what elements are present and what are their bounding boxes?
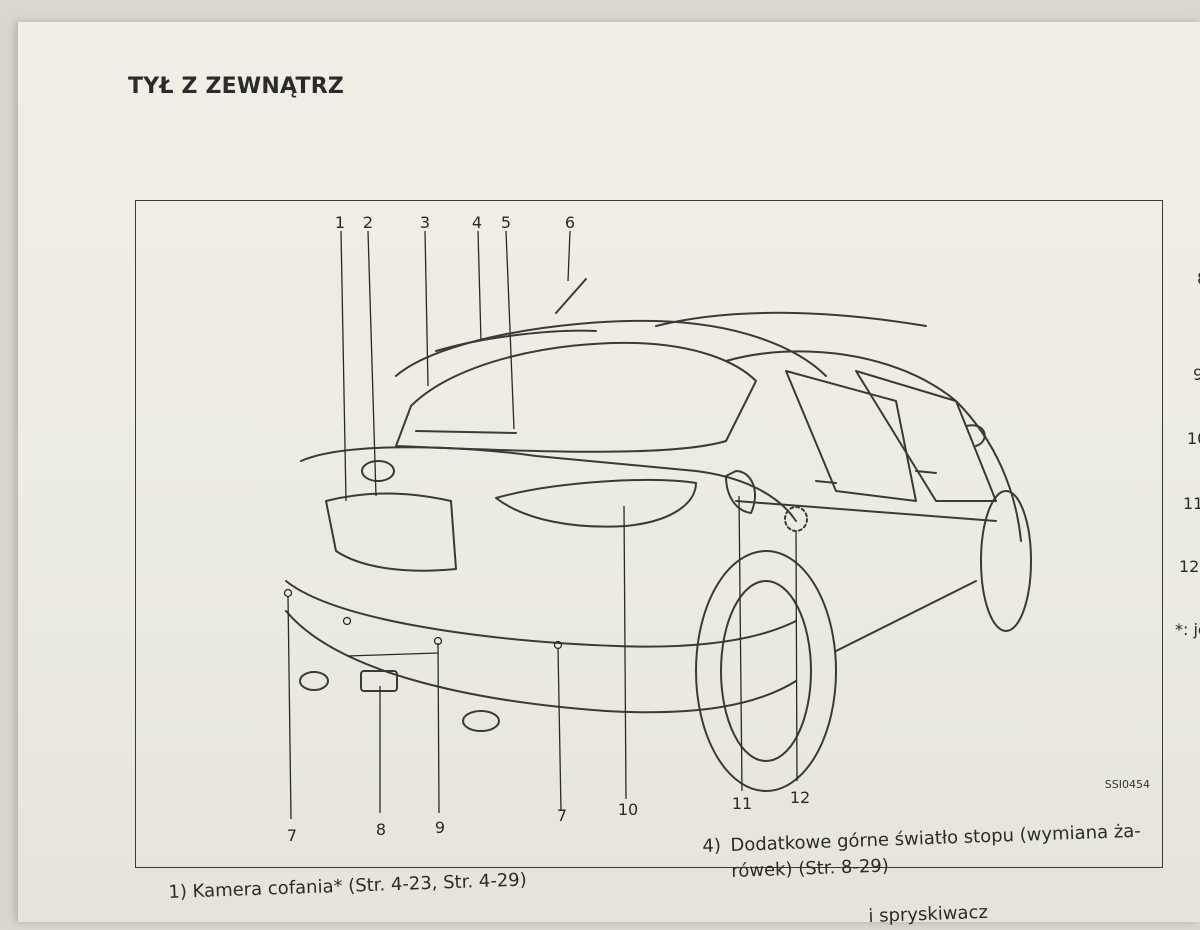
high-stop-light: [435, 329, 597, 352]
leader-1: [340, 230, 347, 502]
leader-9-branch: [346, 652, 439, 657]
right-item-10: 10): [1187, 429, 1200, 448]
callout-7: 7: [287, 826, 297, 845]
caption-item-4-number: 4): [702, 835, 722, 857]
front-side-window: [855, 370, 997, 502]
rear-wiper: [415, 430, 517, 434]
bumper-bottom: [285, 610, 797, 714]
callout-12: 12: [790, 788, 810, 807]
leader-3: [424, 230, 429, 387]
license-recess: [325, 492, 457, 572]
fuel-door: [725, 470, 756, 514]
tailgate-top: [300, 446, 797, 522]
leader-7b: [557, 647, 562, 812]
callout-5: 5: [501, 213, 511, 232]
callout-1: 1: [335, 213, 345, 232]
right-footnote: *: je: [1175, 620, 1200, 639]
leader-10: [623, 505, 627, 800]
rear-exterior-figure: 1 2 3 4 5 6 7 8 9 7 10 11 12 SSI0454: [135, 200, 1163, 868]
leader-12: [795, 530, 798, 782]
emblem: [361, 460, 395, 482]
leader-9: [437, 642, 440, 814]
roof-line: [395, 319, 827, 377]
exhaust-left: [462, 710, 500, 732]
sensor-dot: [283, 588, 293, 598]
exhaust-right: [299, 671, 329, 691]
rear-wheel-rim: [720, 580, 812, 762]
door-handle-rear: [815, 480, 837, 484]
leader-6: [567, 230, 571, 282]
sensor-dot: [553, 640, 563, 650]
right-item-8: 8): [1197, 269, 1200, 288]
leader-4: [477, 230, 482, 342]
callout-11: 11: [732, 794, 752, 813]
right-item-12: 12): [1179, 557, 1200, 576]
tail-lamp: [495, 478, 697, 528]
rear-window: [395, 341, 757, 453]
section-heading: TYŁ Z ZEWNĄTRZ: [128, 74, 345, 99]
sensor-dot: [433, 636, 443, 646]
right-item-9: 9): [1193, 365, 1200, 384]
roof-rail: [655, 311, 927, 327]
manual-page: TYŁ Z ZEWNĄTRZ: [18, 22, 1200, 927]
leader-5: [505, 230, 515, 430]
leader-11: [738, 495, 743, 792]
rear-side-window: [785, 370, 917, 502]
callout-6: 6: [565, 213, 575, 232]
callout-10: 10: [618, 800, 638, 819]
callout-4: 4: [472, 213, 482, 232]
right-column-list: 7) 8) 9) 10) 11) 12) *: je: [1173, 22, 1200, 922]
sensor-dot: [342, 616, 352, 626]
right-item-11: 11): [1183, 494, 1200, 513]
tow-hook-cover: [360, 670, 398, 692]
door-handle-front: [915, 470, 937, 474]
antenna: [555, 278, 587, 314]
side-sill: [835, 580, 977, 652]
rear-wheel: [695, 550, 837, 792]
side-window-line: [725, 350, 1022, 542]
callout-9: 9: [435, 818, 445, 837]
leader-2: [367, 230, 377, 497]
side-mirror: [965, 424, 986, 447]
callout-7b: 7: [557, 806, 567, 825]
tire-pressure-valve-marker: [784, 506, 808, 532]
bumper-top: [285, 580, 797, 648]
front-wheel: [980, 490, 1032, 632]
caption-item-5-fragment: i spryskiwacz: [868, 901, 989, 927]
callout-2: 2: [363, 213, 373, 232]
callout-8: 8: [376, 820, 386, 839]
leader-7a: [287, 595, 292, 820]
caption-item-1: 1) Kamera cofania* (Str. 4-23, Str. 4-29…: [168, 869, 528, 903]
figure-code: SSI0454: [1104, 778, 1150, 791]
belt-line: [735, 500, 997, 522]
car-rear-illustration: 1 2 3 4 5 6 7 8 9 7 10 11 12: [283, 213, 1032, 845]
callout-3: 3: [420, 213, 430, 232]
